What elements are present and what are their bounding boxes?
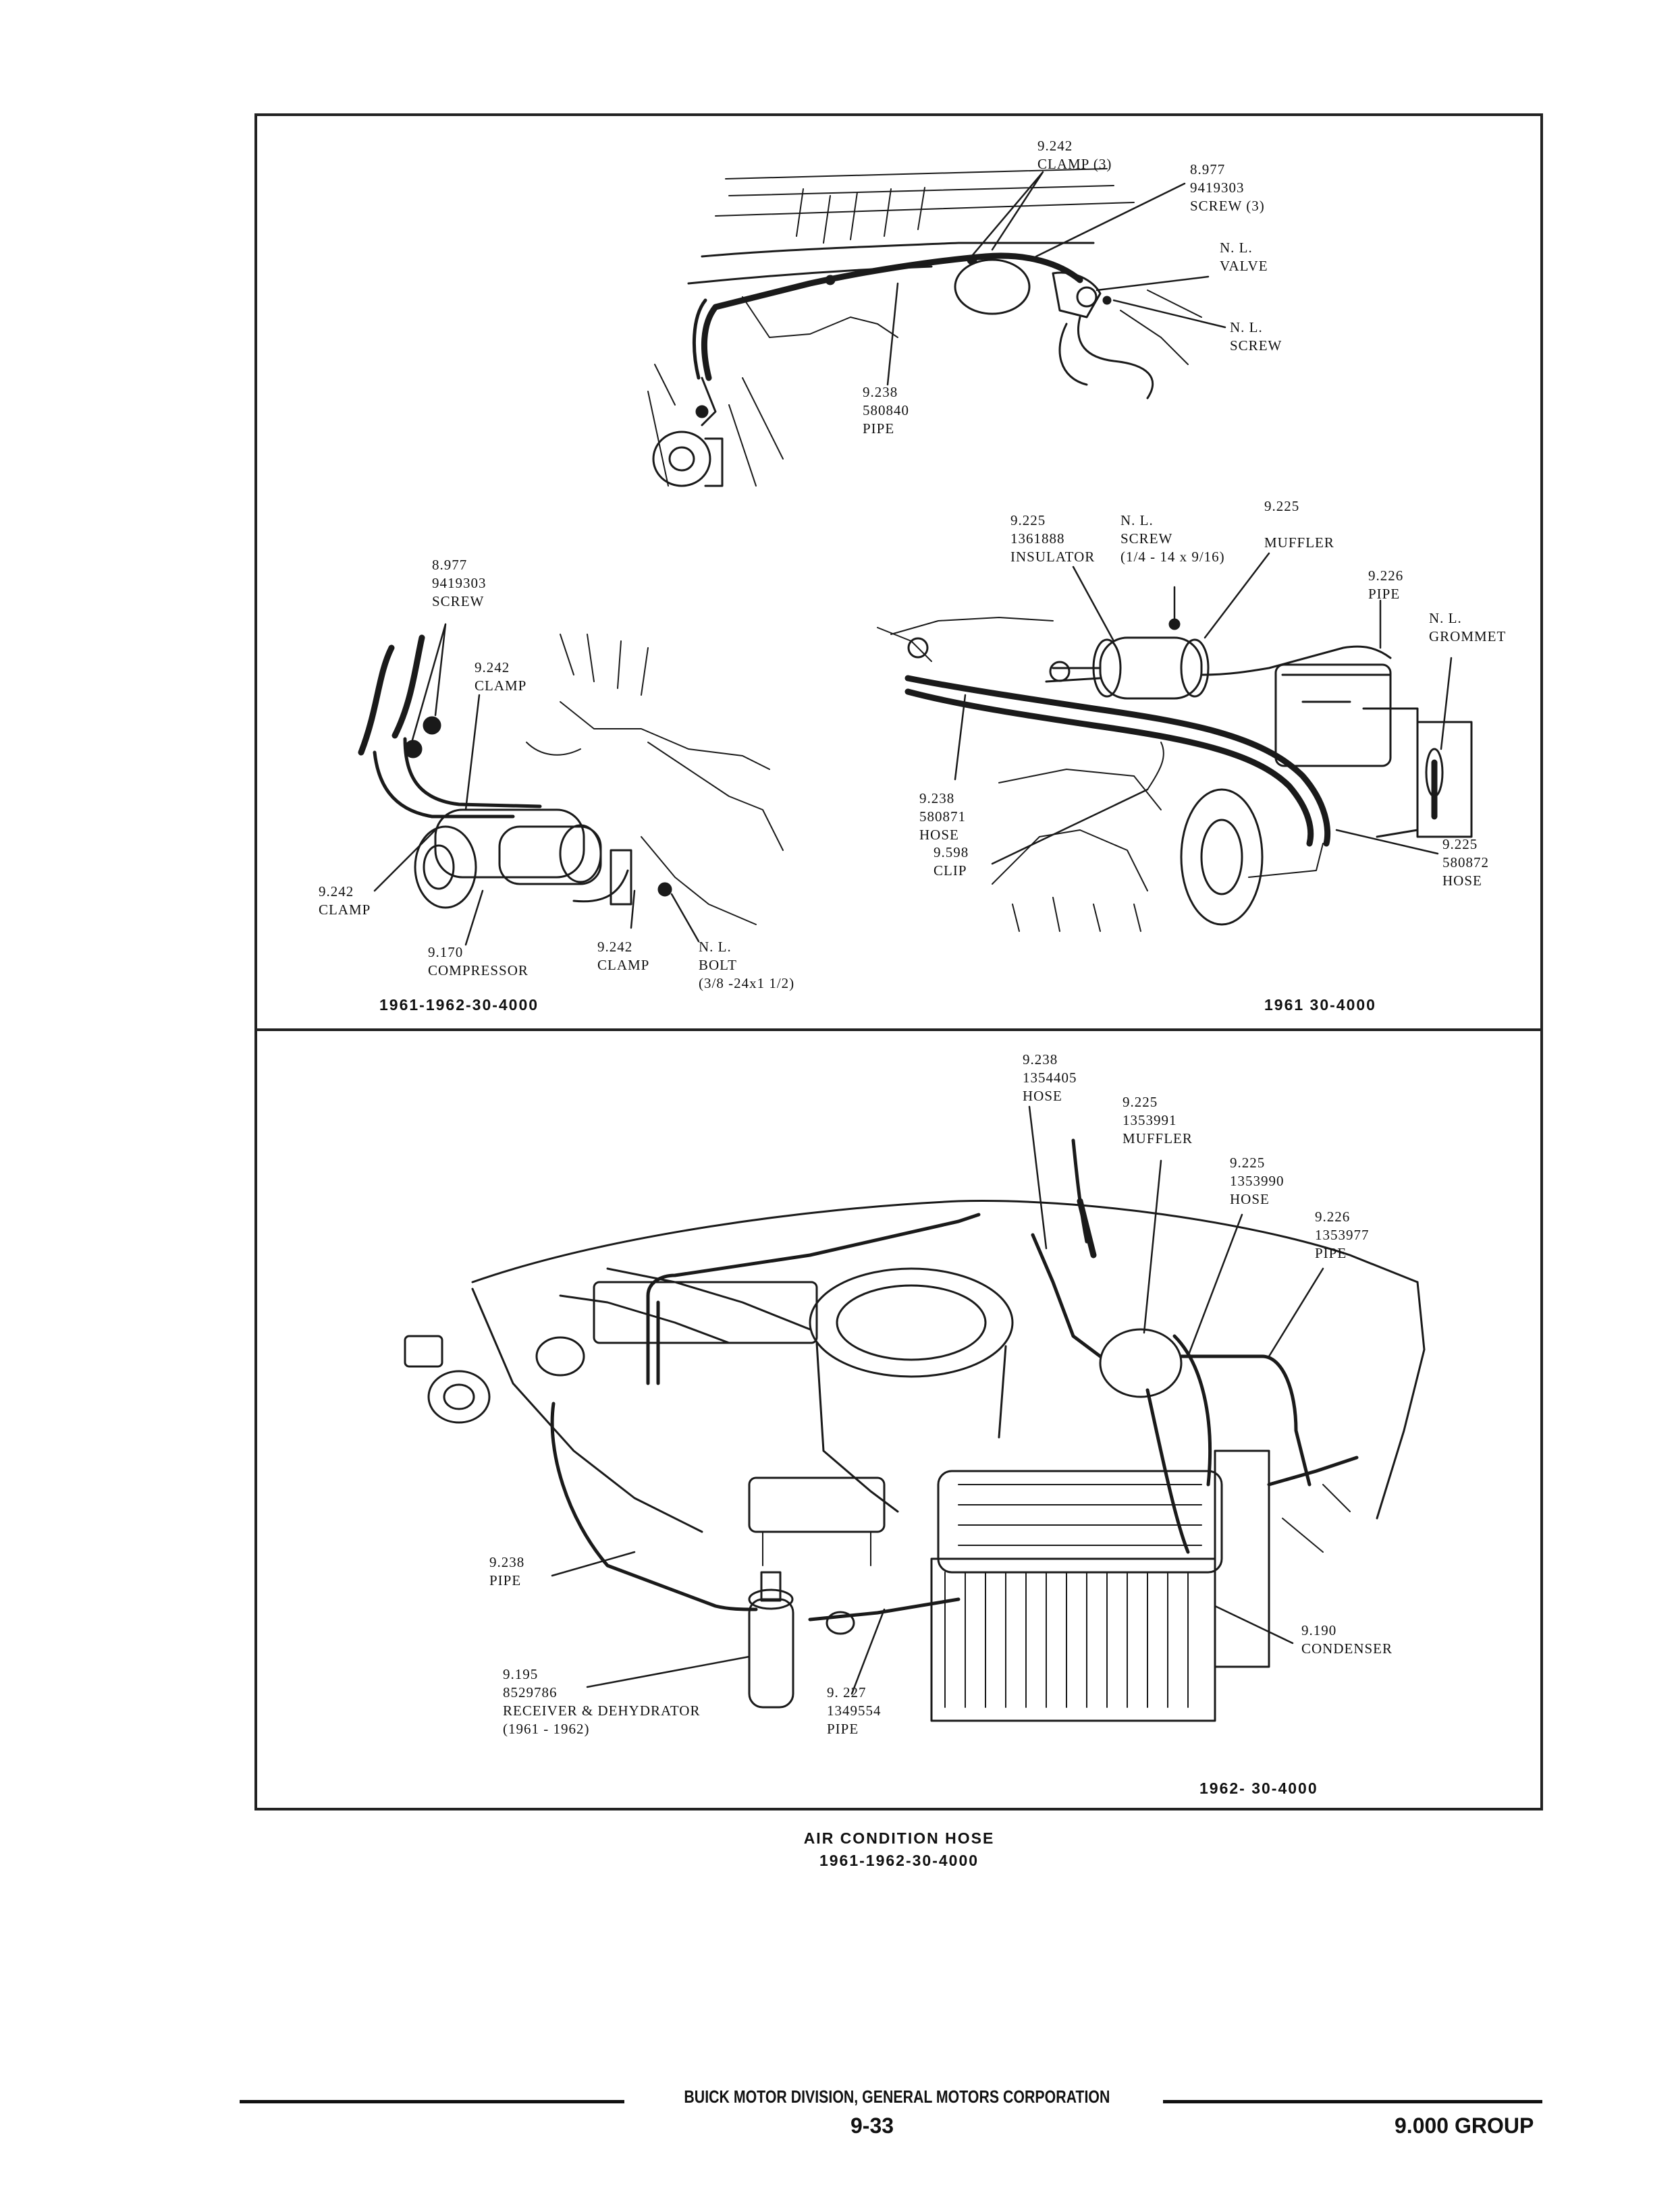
- label-pipe-580840: 9.238 580840 PIPE: [863, 384, 909, 437]
- label-condenser: 9.190 CONDENSER: [1301, 1622, 1393, 1657]
- footer-company: BUICK MOTOR DIVISION, GENERAL MOTORS COR…: [684, 2086, 1110, 2107]
- label-grommet: N. L. GROMMET: [1429, 610, 1507, 644]
- label-clamp-bottom: 9.242 CLAMP: [597, 939, 650, 973]
- top-diagram-art: [647, 168, 1226, 487]
- caption-right-diagram: 1961 30-4000: [1264, 996, 1376, 1014]
- figure-title: AIR CONDITION HOSE 1961-1962-30-4000: [803, 1829, 995, 1869]
- label-compressor: 9.170 COMPRESSOR: [428, 944, 529, 978]
- label-screw-3: 8.977 9419303 SCREW (3): [1190, 161, 1265, 214]
- label-clip: 9.598 CLIP: [934, 844, 969, 879]
- label-nl-screw-right: N. L. SCREW (1/4 - 14 x 9/16): [1120, 512, 1225, 565]
- label-bolt: N. L. BOLT (3/8 -24x1 1/2): [699, 939, 795, 991]
- footer-rule-left: [240, 2100, 624, 2103]
- label-insulator: 9.225 1361888 INSULATOR: [1010, 512, 1096, 565]
- label-clamp-left: 9.242 CLAMP: [319, 883, 371, 918]
- caption-bottom-diagram: 1962- 30-4000: [1199, 1779, 1318, 1797]
- label-hose-1353990: 9.225 1353990 HOSE: [1230, 1155, 1285, 1207]
- label-pipe-1353977: 9.226 1353977 PIPE: [1315, 1209, 1370, 1261]
- label-screw-9419303: 8.977 9419303 SCREW: [432, 557, 487, 609]
- label-nl-screw: N. L. SCREW: [1230, 319, 1282, 354]
- label-pipe-9238: 9.238 PIPE: [489, 1554, 525, 1588]
- figure-frame: [254, 113, 1543, 1810]
- label-hose-580872: 9.225 580872 HOSE: [1442, 836, 1489, 889]
- label-muffler-1353991: 9.225 1353991 MUFFLER: [1123, 1094, 1193, 1146]
- footer-page-number: 9-33: [850, 2113, 894, 2138]
- label-hose-580871: 9.238 580871 HOSE: [919, 790, 966, 843]
- left-diagram-art: [358, 623, 784, 946]
- label-pipe-9226: 9.226 PIPE: [1368, 568, 1404, 602]
- label-clamp-3: 9.242 CLAMP (3): [1037, 138, 1112, 172]
- label-muffler-right: 9.225 MUFFLER: [1264, 498, 1334, 551]
- bottom-diagram-art: [404, 1105, 1426, 1722]
- figure-divider: [254, 1028, 1543, 1031]
- label-hose-1354405: 9.238 1354405 HOSE: [1023, 1051, 1077, 1104]
- caption-left-diagram: 1961-1962-30-4000: [379, 996, 539, 1014]
- label-receiver-dehydrator: 9.195 8529786 RECEIVER & DEHYDRATOR (196…: [503, 1666, 701, 1737]
- footer-group: 9.000 GROUP: [1395, 2113, 1534, 2138]
- label-pipe-1349554: 9. 227 1349554 PIPE: [827, 1684, 882, 1737]
- label-valve: N. L. VALVE: [1220, 240, 1268, 274]
- label-clamp-top: 9.242 CLAMP: [475, 659, 527, 694]
- right-diagram-art: [877, 552, 1473, 932]
- footer-rule-right: [1163, 2100, 1542, 2103]
